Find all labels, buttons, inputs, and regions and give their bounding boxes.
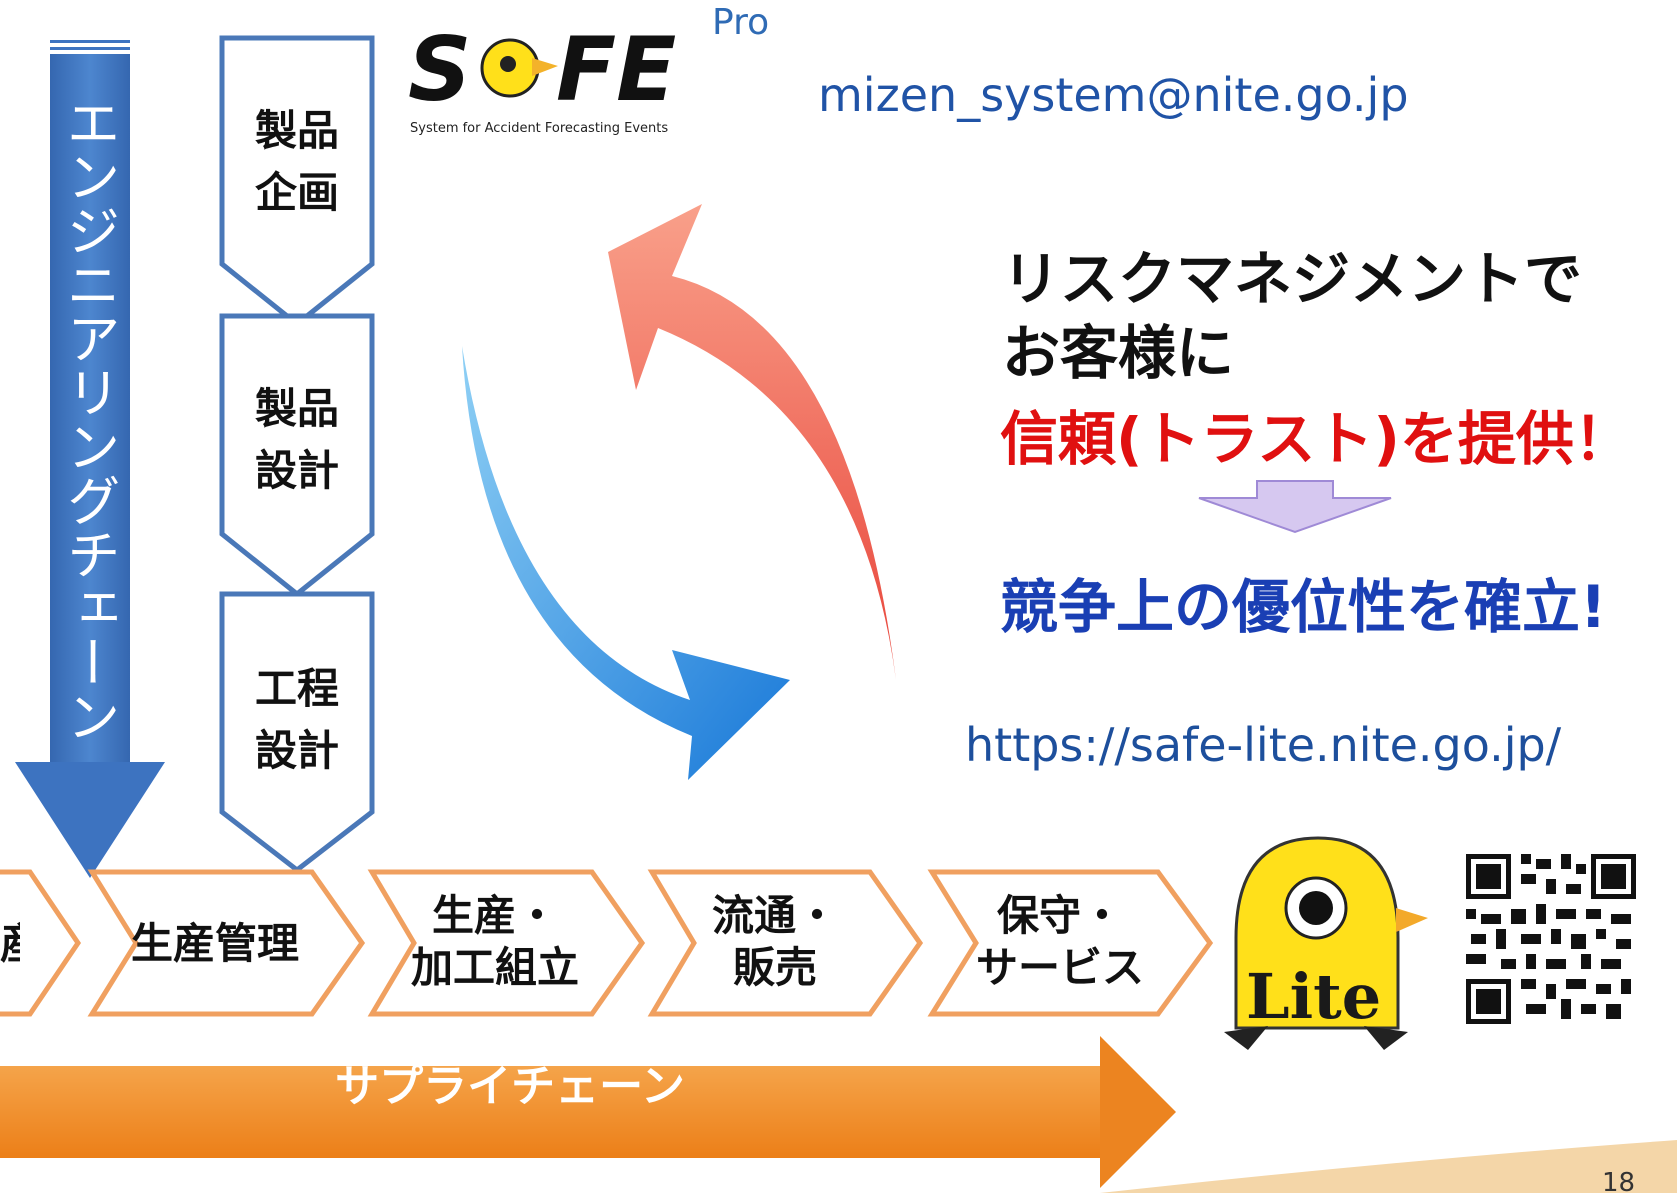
step-label-line1: 製品 [254,106,339,155]
supply-chain-label: サプライチェーン [335,1061,685,1112]
step-shape-maintenance [927,869,1214,1017]
step-production-management: 生産管理 [130,919,299,968]
horizontal-steps-shapes [0,869,1214,1017]
lite-logo-text: Lite [1246,960,1381,1033]
red-cycle-arrow [608,204,896,680]
engineering-chain-arrow [15,40,165,878]
step-label-line2: サービス [975,943,1144,992]
qr-code-icon[interactable] [1466,854,1636,1024]
step-manufacturing: 生産・ 加工組立 [390,890,600,994]
safe-logo-mark: S FE System for Accident Forecasting Eve… [408,18,676,136]
message-line1: リスクマネジメントで [1002,245,1583,313]
step-shape-process-design [219,591,375,874]
svg-text:S: S [408,18,471,121]
safe-logo-subtitle: System for Accident Forecasting Events [410,121,668,136]
step-shape-distribution [647,869,924,1017]
step-label-line2: 企画 [254,168,339,217]
blue-cycle-arrow [462,346,790,780]
safe-logo: S FE System for Accident Forecasting Eve… [408,18,698,138]
step-label-line2: 販売 [732,943,817,992]
step-label-line2: 設計 [254,446,339,495]
step-label-line1: 保守・ [996,891,1123,940]
step-distribution: 流通・ 販売 [670,890,880,994]
step-label-line1: 流通・ [711,891,838,940]
message-advantage: 競争上の優位性を確立! [1000,573,1607,641]
page-number: 18 [1602,1168,1636,1198]
supply-chain-arrow [0,1036,1176,1188]
step-shape-product-design [219,313,375,598]
step-shape-manufacturing [367,869,646,1017]
engineering-chain-label: エンジニアリングチェーン [57,95,120,743]
message-trust: 信頼(トラスト)を提供！ [1000,405,1632,473]
pro-label: Pro [712,2,770,43]
step-product-design: 製品 設計 [222,378,372,502]
step-shape-partial [0,869,82,1017]
step-label-line1: 製品 [254,384,339,433]
step-label-line2: 設計 [254,726,339,775]
step-shape-product-planning [219,35,375,328]
vertical-steps-shapes [219,35,375,874]
lite-logo: Lite [1224,836,1428,1050]
cycle-arrows [462,204,896,780]
decorative-swoosh [1100,1140,1677,1193]
step-partial: 産 [0,918,20,970]
step-process-design: 工程 設計 [222,658,372,782]
down-arrow-icon [1198,480,1392,534]
step-product-planning: 製品 企画 [222,100,372,224]
step-label-line1: 生産・ [431,891,558,940]
step-maintenance: 保守・ サービス [950,890,1170,994]
message-line2: お客様に [1002,319,1235,387]
message-block: リスクマネジメントで お客様に [1002,242,1582,390]
contact-email[interactable]: mizen_system@nite.go.jp [818,68,1409,122]
safe-lite-url[interactable]: https://safe-lite.nite.go.jp/ [965,718,1562,772]
step-label-line1: 工程 [254,664,339,713]
svg-text:FE: FE [556,18,676,121]
step-label-line2: 加工組立 [410,943,579,992]
step-shape-production-mgmt [87,869,366,1017]
